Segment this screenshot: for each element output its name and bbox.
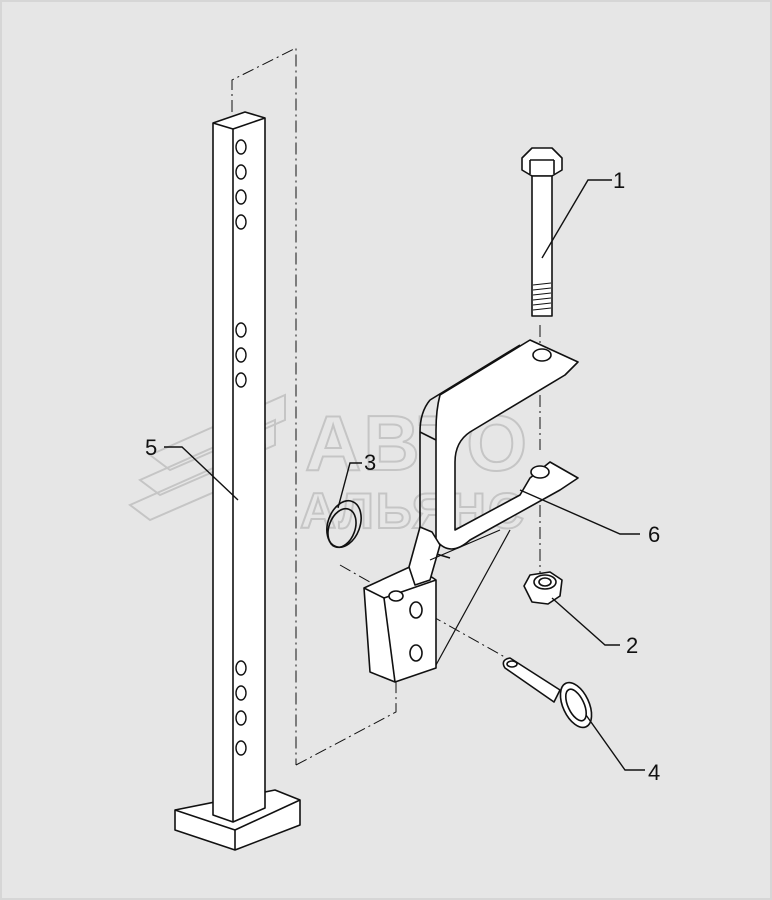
callout-3: 3 xyxy=(364,450,376,475)
nut-part xyxy=(523,571,563,605)
callout-4: 4 xyxy=(648,760,660,785)
leader-6 xyxy=(519,489,640,535)
callout-1: 1 xyxy=(613,168,625,193)
bolt-part xyxy=(521,147,563,317)
pin-part xyxy=(502,657,593,729)
leader-1 xyxy=(541,179,612,259)
callout-5: 5 xyxy=(145,435,157,460)
leader-3 xyxy=(337,462,362,509)
post-part xyxy=(174,111,301,851)
leader-4 xyxy=(585,714,645,771)
callout-2: 2 xyxy=(626,633,638,658)
bracket-part xyxy=(419,339,579,559)
ring-part xyxy=(326,499,362,549)
leader-lines xyxy=(164,179,645,771)
leader-5 xyxy=(164,446,239,501)
callout-labels: 1 2 3 4 5 6 xyxy=(145,168,660,785)
brace-line xyxy=(429,529,511,666)
leader-2 xyxy=(551,597,620,646)
assembly-lines xyxy=(231,47,541,766)
callout-6: 6 xyxy=(648,522,660,547)
pin-holder-part xyxy=(363,526,441,683)
